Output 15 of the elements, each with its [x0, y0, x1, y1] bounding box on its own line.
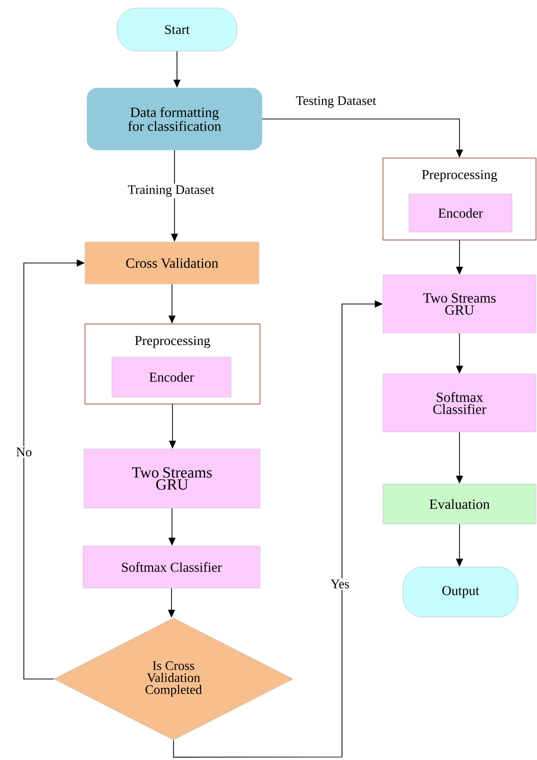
edge-label: Training Dataset [126, 184, 216, 198]
edge-label: Yes [329, 578, 351, 590]
process-box: Data formatting for classification [86, 88, 262, 150]
process-box: Evaluation [382, 484, 536, 524]
process-box: Encoder [408, 194, 512, 232]
start-terminal: Start [116, 8, 238, 52]
process-box: Softmax Classifier [382, 374, 536, 432]
process-box: Encoder [112, 356, 232, 398]
end-terminal: Output [402, 566, 518, 618]
process-box: Softmax Classifier [82, 546, 260, 588]
edge-label: Testing Dataset [296, 96, 376, 108]
process-box: Two Streams GRU [382, 274, 536, 334]
edge-label: No [14, 446, 34, 458]
process-box: Two Streams GRU [84, 448, 260, 508]
process-box: Cross Validation [84, 242, 260, 284]
